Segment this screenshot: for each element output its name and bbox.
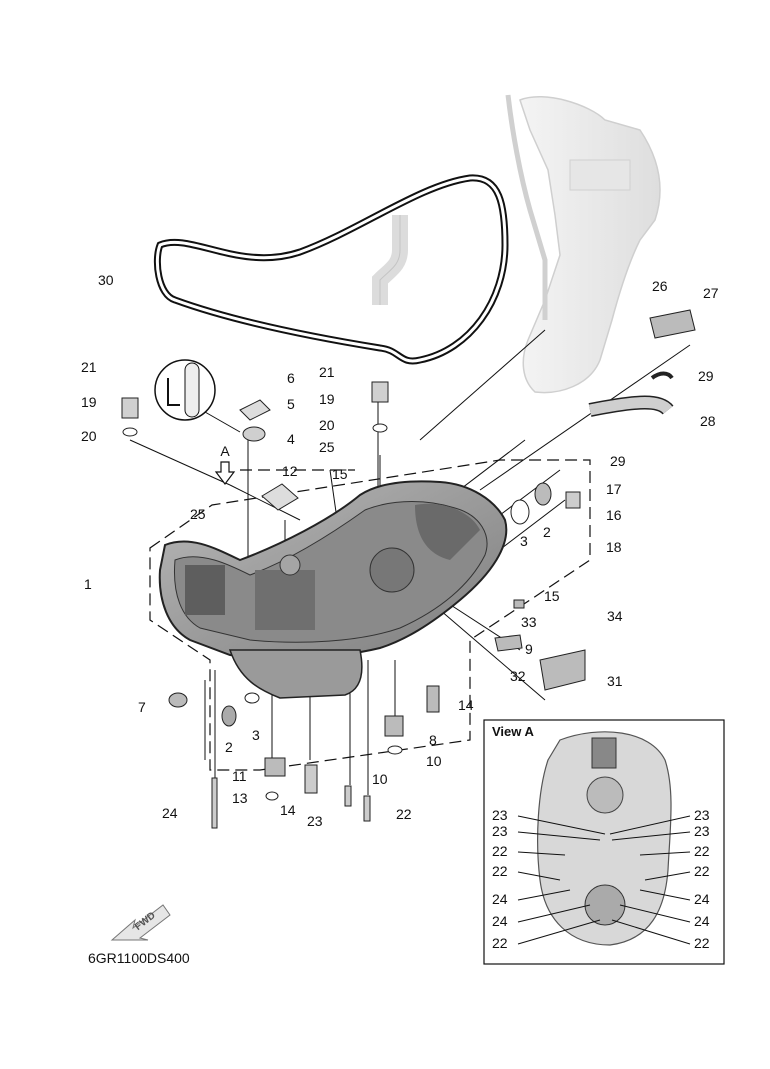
callout-10b: 10 [426,753,442,769]
callout-20: 20 [81,428,97,444]
callout-5: 5 [287,396,295,412]
view-a-callout-r7: 22 [694,935,710,951]
view-a-callout-l2: 23 [492,823,508,839]
callout-29a: 29 [698,368,714,384]
callout-19b: 19 [319,391,335,407]
view-a-inset: View A 23 23 22 22 24 24 [483,719,725,965]
view-a-callout-l4: 22 [492,863,508,879]
view-a-callout-l5: 24 [492,891,508,907]
callout-21b: 21 [319,364,335,380]
callout-2b: 2 [225,739,233,755]
view-a-callout-r1: 23 [694,807,710,823]
callout-14b: 14 [280,802,296,818]
view-a-callout-r4: 22 [694,863,710,879]
callout-19: 19 [81,394,97,410]
callout-26: 26 [652,278,668,294]
view-a-callout-r5: 24 [694,891,710,907]
callout-15a: 15 [332,466,348,482]
callout-17: 17 [606,481,622,497]
callout-1: 1 [84,576,92,592]
callout-4: 4 [287,431,295,447]
callout-21: 21 [81,359,97,375]
callout-24: 24 [162,805,178,821]
callout-31: 31 [607,673,623,689]
view-a-arrow-letter: A [220,443,230,459]
oil-pan-assembly [158,480,508,699]
callout-2a: 2 [543,524,551,540]
ghost-engine-block [505,94,661,394]
callout-10a: 10 [372,771,388,787]
dashed-groupings [149,459,591,771]
small-parts [121,309,696,829]
callout-16: 16 [606,507,622,523]
callout-13: 13 [232,790,248,806]
pipe-elbow [372,215,408,305]
callout-23: 23 [307,813,323,829]
callout-29b: 29 [610,453,626,469]
callout-11: 11 [232,768,247,784]
callout-27: 27 [703,285,719,301]
callout-3b: 3 [252,727,260,743]
callout-6: 6 [287,370,295,386]
view-a-callout-l3: 22 [492,843,508,859]
view-a-title: View A [492,724,535,739]
callout-22: 22 [396,806,412,822]
callout-14a: 14 [458,697,474,713]
callout-33: 33 [521,614,537,630]
callout-7: 7 [138,699,146,715]
callout-labels: 30 26 27 21 19 20 6 5 4 21 19 20 25 29 2… [81,272,719,829]
drawing-number: 6GR1100DS400 [88,950,190,966]
callout-12: 12 [282,463,298,479]
callout-25b: 25 [190,506,206,522]
callout-32: 32 [510,668,526,684]
callout-3a: 3 [520,533,528,549]
view-a-callout-r3: 22 [694,843,710,859]
view-a-callout-l1: 23 [492,807,508,823]
callout-9: 9 [525,641,533,657]
inset-detail-circle [154,359,241,433]
callout-30: 30 [98,272,114,288]
view-a-callout-r2: 23 [694,823,710,839]
callout-34: 34 [607,608,623,624]
callout-20b: 20 [319,417,335,433]
gasket-ring-30 [153,174,509,365]
callout-15b: 15 [544,588,560,604]
callout-28: 28 [700,413,716,429]
fwd-arrow-icon: FWD [110,904,171,941]
callout-25: 25 [319,439,335,455]
callout-18: 18 [606,539,622,555]
view-a-callout-l7: 22 [492,935,508,951]
callout-8: 8 [429,732,437,748]
view-a-callout-l6: 24 [492,913,508,929]
view-a-callout-r6: 24 [694,913,710,929]
view-a-arrow: A [214,443,236,485]
